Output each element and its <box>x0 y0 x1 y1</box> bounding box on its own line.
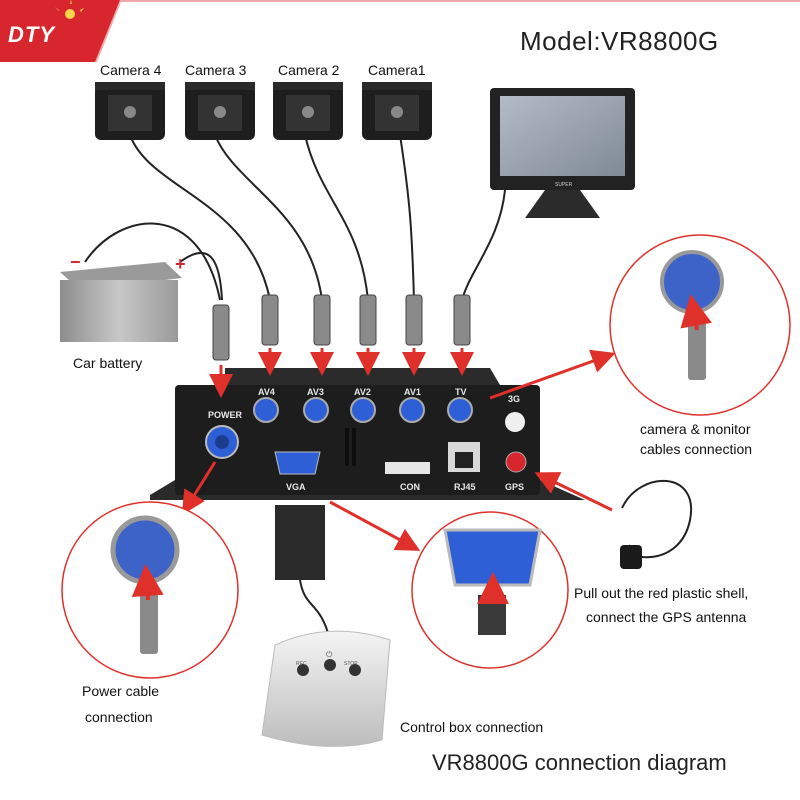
gps-port-label: GPS <box>505 482 524 492</box>
power-symbol-icon: ⏻ <box>326 650 333 659</box>
callout-camera-monitor <box>609 234 791 416</box>
3g-port-label: 3G <box>508 394 520 404</box>
callout-vga <box>411 511 569 669</box>
gps-caption-line2: connect the GPS antenna <box>586 609 747 625</box>
port-arrows <box>181 348 616 551</box>
av4-port-label: AV4 <box>258 387 275 397</box>
diagram-footer-title: VR8800G connection diagram <box>432 750 727 775</box>
callout-power <box>61 501 239 679</box>
control-box-caption: Control box connection <box>400 719 544 735</box>
cable-connectors <box>212 294 471 361</box>
battery-label: Car battery <box>73 355 143 371</box>
gps-antenna <box>620 479 693 569</box>
vga-plug <box>275 505 331 641</box>
battery-minus-label: − <box>70 252 81 272</box>
camera-4-label: Camera 4 <box>100 62 162 78</box>
rec-button-label: REC <box>296 661 307 667</box>
av2-port-label: AV2 <box>354 387 371 397</box>
av1-port-label: AV1 <box>404 387 421 397</box>
monitor-brand-text: SUPER <box>555 182 573 188</box>
camera-3 <box>185 82 255 140</box>
tv-port-label: TV <box>455 387 467 397</box>
rj45-port-label: RJ45 <box>454 482 476 492</box>
brand-logo-text: DTY <box>8 22 55 47</box>
sun-rays-icon <box>55 0 84 19</box>
camera-monitor-caption-line1: camera & monitor <box>640 421 751 437</box>
camera-3-label: Camera 3 <box>185 62 247 78</box>
camera-1 <box>362 82 432 140</box>
stop-button-label: STOP <box>344 661 358 667</box>
battery-plus-label: + <box>175 254 186 274</box>
camera-4 <box>95 82 165 140</box>
car-battery: − + <box>60 252 186 342</box>
av3-port-label: AV3 <box>307 387 324 397</box>
camera-monitor-caption-line2: cables connection <box>640 441 753 457</box>
con-port-label: CON <box>400 482 420 492</box>
power-port-label: POWER <box>208 410 243 420</box>
power-caption-line1: Power cable <box>82 683 160 699</box>
dvr-unit <box>150 368 585 500</box>
camera-cables <box>84 134 506 301</box>
camera-2 <box>273 82 343 140</box>
camera-1-label: Camera1 <box>368 62 426 78</box>
camera-2-label: Camera 2 <box>278 62 340 78</box>
brand-logo <box>0 0 800 62</box>
vga-port-label: VGA <box>286 482 306 492</box>
monitor: SUPER <box>490 88 635 218</box>
model-title: Model:VR8800G <box>520 26 719 56</box>
gps-caption-line1: Pull out the red plastic shell, <box>574 585 749 601</box>
power-caption-line2: connection <box>85 709 153 725</box>
control-box: REC STOP ⏻ <box>261 630 391 747</box>
